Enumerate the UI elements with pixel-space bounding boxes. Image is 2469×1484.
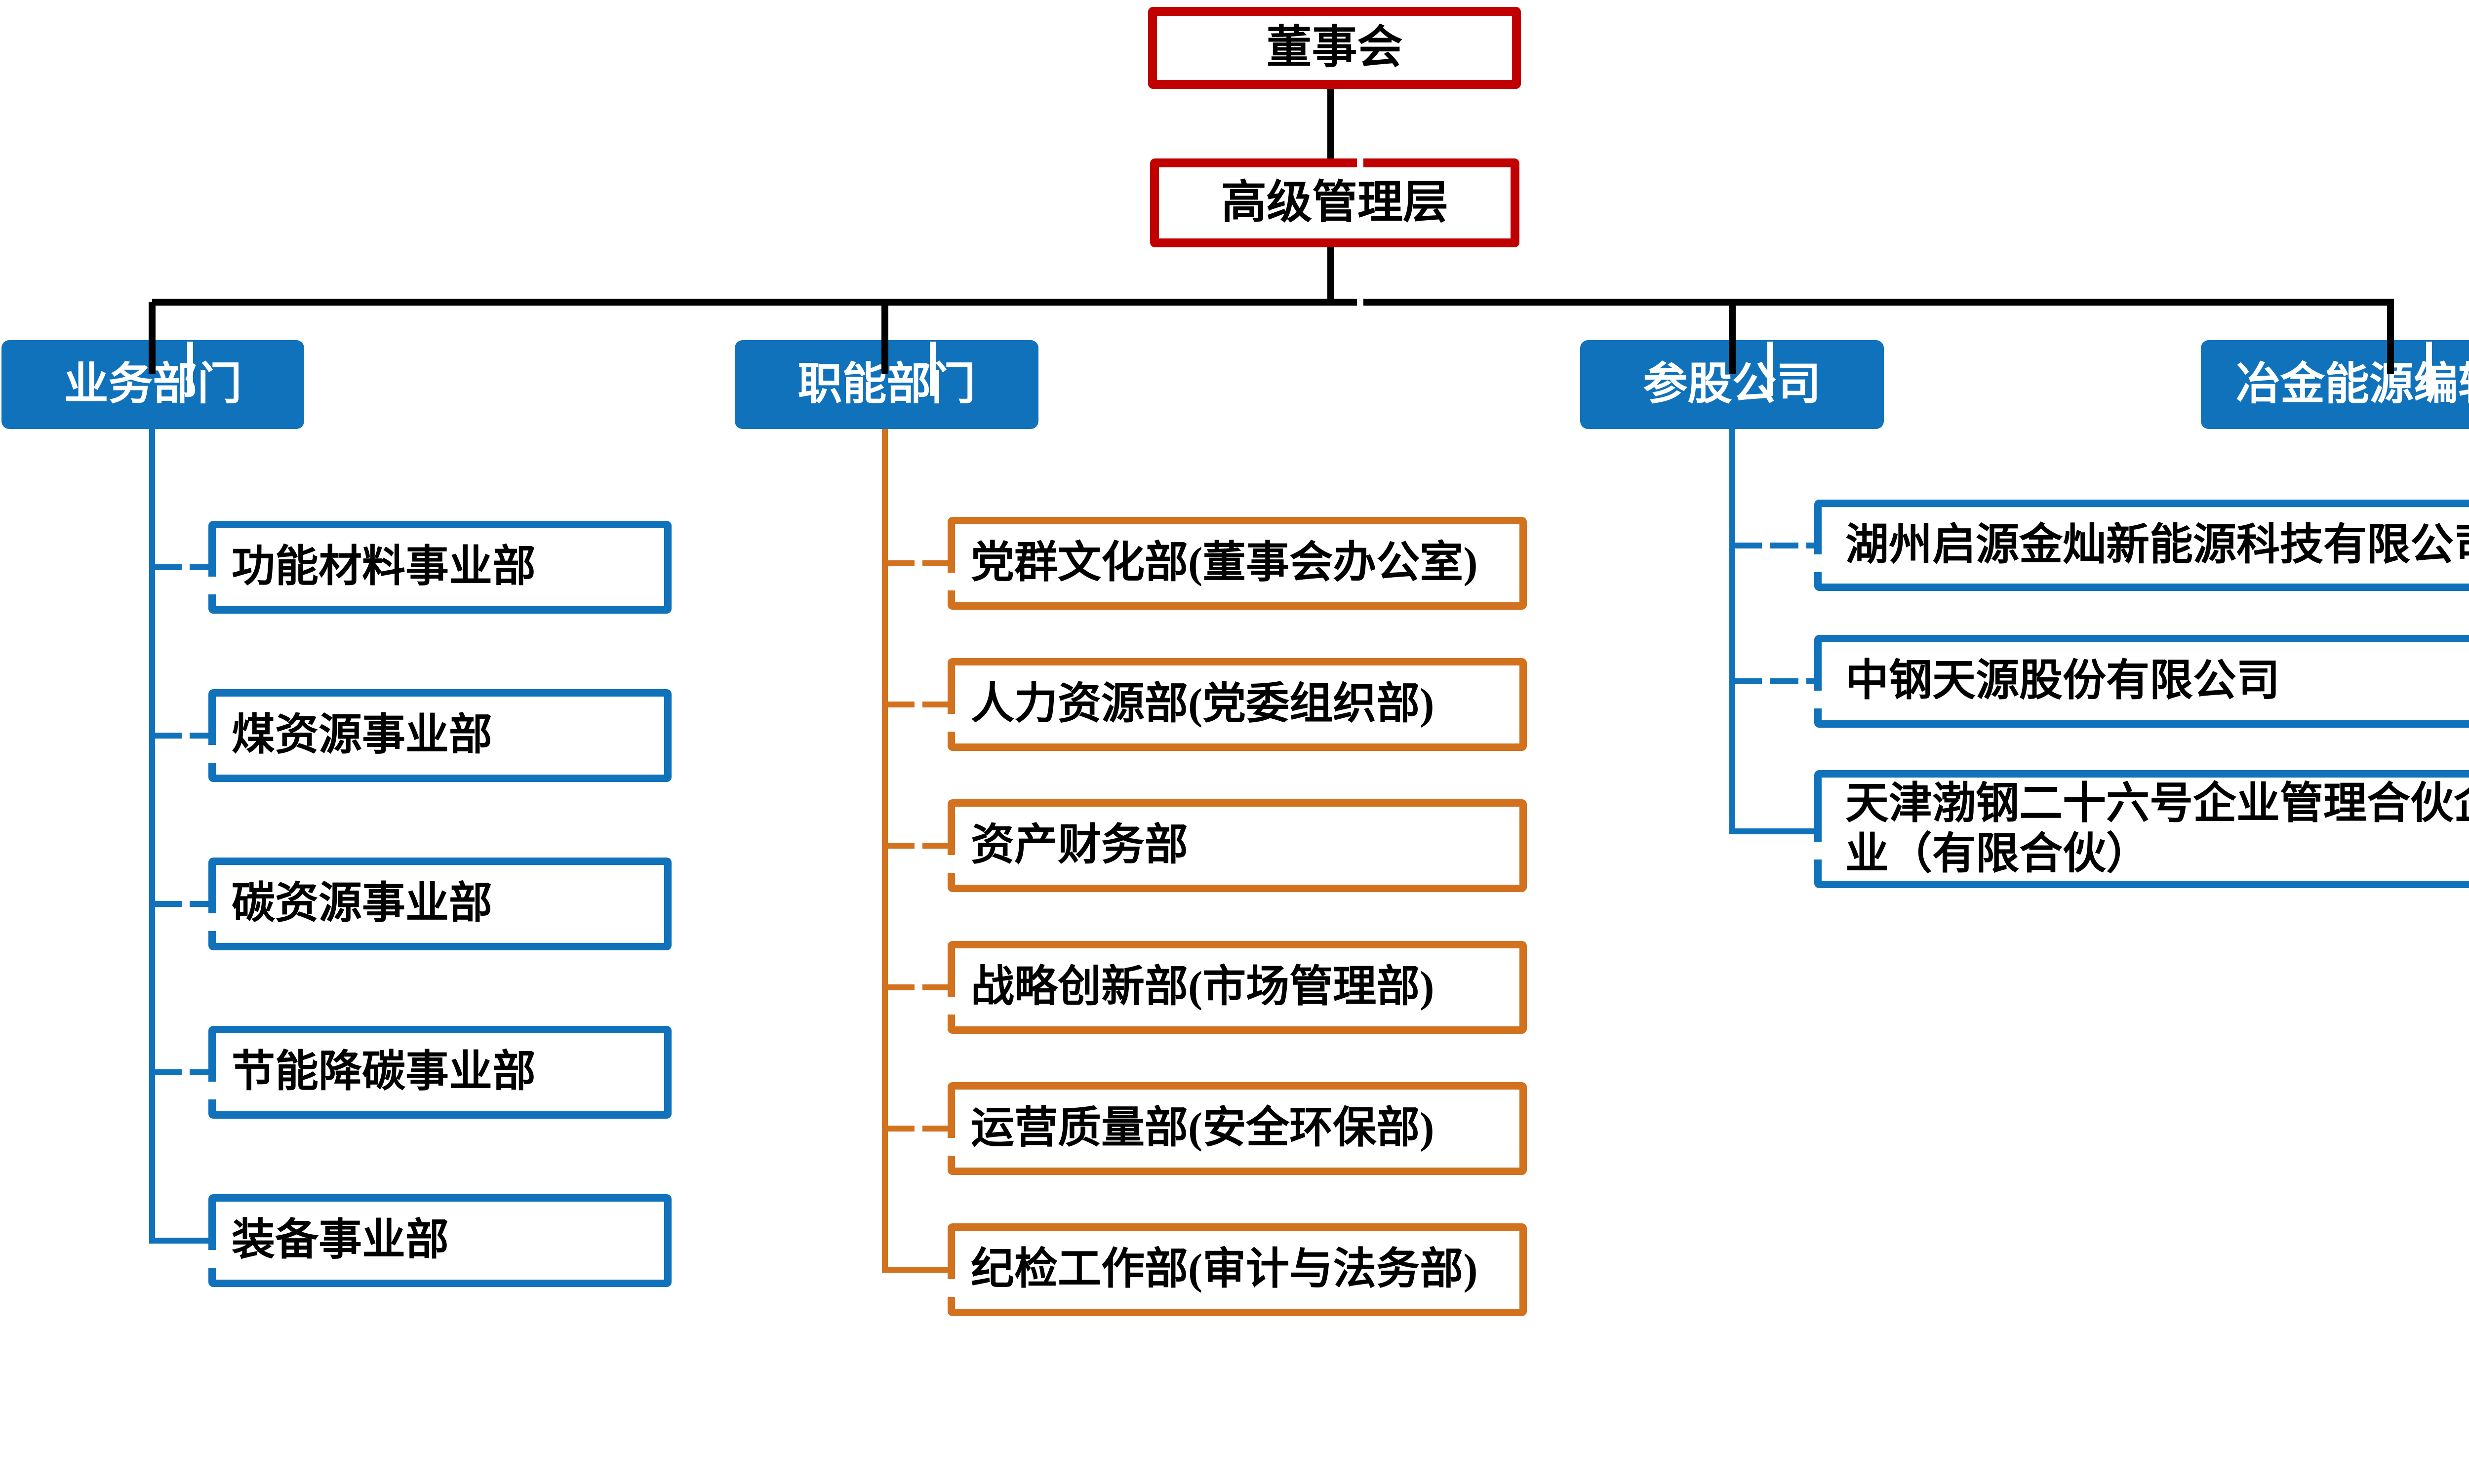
child-label: 装备事业部 (232, 1216, 449, 1265)
child-label: 煤资源事业部 (232, 711, 493, 760)
child-label: 碳资源事业部 (232, 880, 493, 928)
org-box-board: 董事会 (1148, 7, 1521, 89)
org-box-functional-materials: 功能材料事业部 (208, 521, 672, 614)
org-box-human-resources: 人力资源部(党委组织部) (948, 658, 1527, 751)
org-box-coal-resources: 煤资源事业部 (208, 689, 672, 782)
child-label: 战略创新部(市场管理部) (971, 963, 1434, 1012)
org-box-party-culture: 党群文化部(董事会办公室) (948, 517, 1527, 610)
org-box-carbon-resources: 碳资源事业部 (208, 858, 672, 950)
child-label: 资产财务部 (971, 821, 1189, 870)
org-box-sinosteel-tianyuan: 中钢天源股份有限公司 (1814, 635, 2469, 728)
child-label: 运营质量部(安全环保部) (971, 1104, 1434, 1153)
child-label: 纪检工作部(审计与法务部) (971, 1246, 1478, 1294)
child-label: 湖州启源金灿新能源科技有限公司 (1845, 521, 2469, 569)
org-box-senior-management-label: 高级管理层 (1221, 177, 1448, 228)
org-box-energy-saving: 节能降碳事业部 (208, 1026, 672, 1119)
child-label: 党群文化部(董事会办公室) (971, 539, 1478, 587)
org-box-strategy-innovation: 战略创新部(市场管理部) (948, 941, 1527, 1034)
org-box-asset-finance: 资产财务部 (948, 799, 1527, 892)
child-label: 功能材料事业部 (232, 543, 536, 591)
org-box-huzhou-qiyuan: 湖州启源金灿新能源科技有限公司 (1814, 500, 2469, 591)
child-label: 中钢天源股份有限公司 (1845, 657, 2280, 705)
org-box-discipline-inspection: 纪检工作部(审计与法务部) (948, 1223, 1527, 1316)
child-label: 节能降碳事业部 (232, 1048, 536, 1096)
white-notch-bus-line (1357, 295, 1363, 309)
org-box-senior-management: 高级管理层 (1150, 158, 1519, 247)
child-label: 人力资源部(党委组织部) (971, 680, 1434, 729)
column-header-editorial: 冶金能源编辑部 (2201, 340, 2469, 429)
org-box-tianjin-bogang: 天津渤钢二十六号企业管理合伙企 业（有限合伙） (1814, 770, 2469, 888)
org-box-equipment: 装备事业部 (208, 1194, 672, 1287)
org-box-board-label: 董事会 (1266, 22, 1403, 73)
org-box-operation-quality: 运营质量部(安全环保部) (948, 1082, 1527, 1175)
child-label: 天津渤钢二十六号企业管理合伙企 业（有限合伙） (1845, 780, 2469, 878)
white-notch-management-border (1357, 154, 1363, 178)
